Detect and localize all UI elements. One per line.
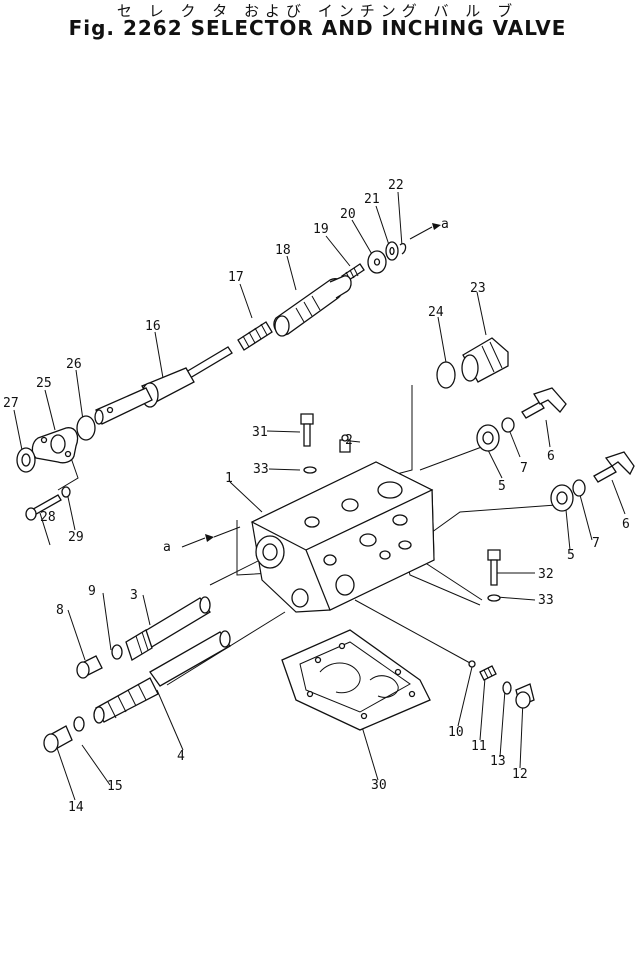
- callout-30: 30: [371, 778, 387, 793]
- leader-lines: [13, 191, 626, 801]
- part-9-o-ring: [111, 644, 123, 660]
- part-1-valve-body: [250, 461, 435, 613]
- callout-24: 24: [428, 305, 444, 320]
- callout-8: 8: [56, 603, 64, 618]
- part-28-bolt: [25, 494, 62, 521]
- part-13-o-ring: [502, 681, 512, 695]
- part-7-nut-upper: [501, 417, 515, 433]
- callout-32: 32: [538, 567, 554, 582]
- part-2-plug: [339, 434, 351, 453]
- part-24-o-ring: [436, 361, 456, 389]
- callout-11: 11: [471, 739, 487, 754]
- callout-labels: 22 21 20 19 18 17 16 26 25 27 23 24 a 31…: [3, 178, 630, 815]
- callout-16: 16: [145, 319, 161, 334]
- callout-10: 10: [448, 725, 464, 740]
- part-23-plug: [461, 337, 509, 383]
- callout-22: 22: [388, 178, 404, 193]
- part-33-washer-lower: [487, 594, 501, 602]
- callout-25: 25: [36, 376, 52, 391]
- part-6-fitting-upper: [521, 387, 567, 419]
- callout-5-upper: 5: [498, 479, 506, 494]
- part-30-gasket: [281, 629, 431, 731]
- callout-33-upper: 33: [253, 462, 269, 477]
- callout-5-lower: 5: [567, 548, 575, 563]
- part-31-bolt: [300, 413, 314, 447]
- part-17-spring: [237, 321, 273, 351]
- part-32-bolt: [487, 549, 501, 586]
- part-33-washer-upper: [303, 466, 317, 474]
- part-29-washer: [61, 486, 71, 498]
- callout-15: 15: [107, 779, 123, 794]
- part-20-retainer: [367, 250, 387, 274]
- part-8-plug: [76, 655, 103, 679]
- callout-18: 18: [275, 243, 291, 258]
- part-12-plug: [515, 683, 535, 709]
- callout-13: 13: [490, 754, 506, 769]
- reference-arrow-a-left: [181, 526, 241, 548]
- callout-23: 23: [470, 281, 486, 296]
- part-21-washer: [385, 241, 399, 261]
- part-14-plug: [43, 725, 73, 753]
- callout-27: 27: [3, 396, 19, 411]
- callout-2: 2: [345, 433, 353, 448]
- part-26-o-ring: [76, 415, 96, 441]
- part-18-piston: [273, 275, 352, 337]
- reference-a-top: a: [441, 217, 449, 232]
- part-5-bearing-lower: [550, 484, 574, 512]
- callout-14: 14: [68, 800, 84, 815]
- callout-31: 31: [252, 425, 268, 440]
- callout-7-upper: 7: [520, 461, 528, 476]
- callout-9: 9: [88, 584, 96, 599]
- part-11-spring: [479, 665, 497, 681]
- callout-7-lower: 7: [592, 536, 600, 551]
- reference-a-left: a: [163, 540, 171, 555]
- callout-28: 28: [40, 510, 56, 525]
- figure-title: Fig. 2262 SELECTOR AND INCHING VALVE: [68, 16, 567, 40]
- part-22-snap-ring: [399, 223, 441, 255]
- callout-26: 26: [66, 357, 82, 372]
- callout-6-upper: 6: [547, 449, 555, 464]
- part-6-fitting-lower: [593, 451, 635, 483]
- callout-6-lower: 6: [622, 517, 630, 532]
- callout-33-lower: 33: [538, 593, 554, 608]
- part-10-ball: [468, 660, 476, 668]
- callout-19: 19: [313, 222, 329, 237]
- part-25-flange: [31, 427, 79, 464]
- callout-4: 4: [177, 749, 185, 764]
- part-7-nut-lower: [572, 479, 586, 497]
- part-5-bearing-upper: [476, 424, 500, 452]
- part-27-bearing: [16, 447, 36, 473]
- part-16-shaft: [94, 346, 233, 425]
- callout-21: 21: [364, 192, 380, 207]
- part-15-o-ring: [73, 716, 85, 732]
- part-4-spool: [93, 630, 231, 724]
- callout-3: 3: [130, 588, 138, 603]
- figure-title-japanese: セ レ ク タ および インチング バ ル ブ: [116, 2, 519, 20]
- callout-12: 12: [512, 767, 528, 782]
- callout-29: 29: [68, 530, 84, 545]
- callout-1: 1: [225, 471, 233, 486]
- callout-17: 17: [228, 270, 244, 285]
- callout-20: 20: [340, 207, 356, 222]
- part-3-spool: [125, 596, 211, 661]
